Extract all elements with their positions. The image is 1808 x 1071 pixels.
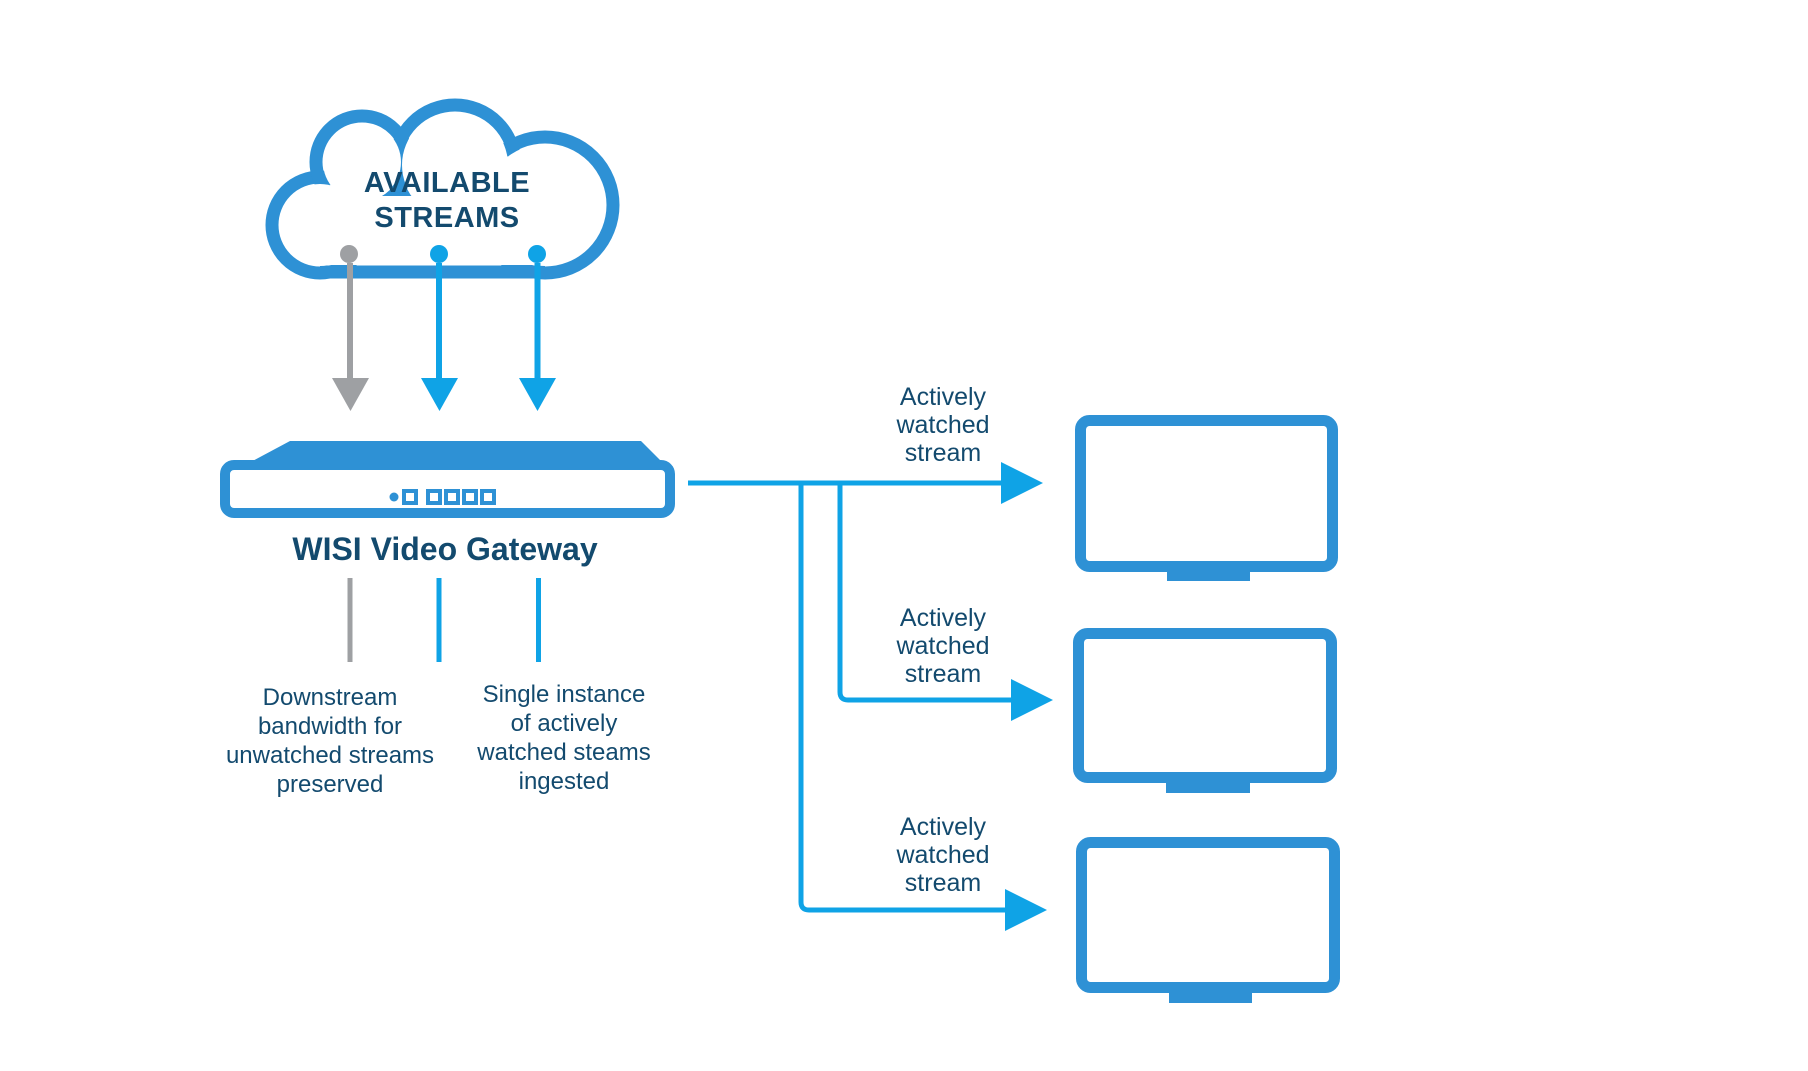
annotation-line: Downstream xyxy=(262,684,398,711)
gateway-device-icon xyxy=(220,441,675,518)
annotation-line: bandwidth for xyxy=(257,713,403,740)
cloud-label-line: AVAILABLE xyxy=(363,167,531,199)
gateway-port-icon xyxy=(462,489,478,505)
cloud-fill xyxy=(323,123,401,201)
flow-lines xyxy=(688,462,1053,931)
stream-dots xyxy=(340,245,546,263)
stream-dot-blue-icon xyxy=(430,245,448,263)
stream-label-line: stream xyxy=(904,660,982,688)
monitor-frame xyxy=(1075,415,1338,572)
annotation-line: unwatched streams xyxy=(225,742,435,769)
stream-label-line: watched xyxy=(896,632,990,660)
stream-label-line: Actively xyxy=(899,813,987,841)
annotation-line: watched steams xyxy=(477,739,651,766)
flow-arrow-1-icon xyxy=(688,462,1043,504)
stream-label-3: Actively watched stream xyxy=(896,813,989,897)
stream-label-line: stream xyxy=(904,439,982,467)
arrow-head xyxy=(1001,462,1043,504)
monitor-icon xyxy=(1075,415,1338,581)
monitor-frame xyxy=(1073,628,1337,783)
gateway-port-icon xyxy=(426,489,442,505)
arrow-shaft xyxy=(798,483,1005,913)
gateway-port-icon xyxy=(444,489,460,505)
cloud-fill xyxy=(402,112,508,218)
annotation-line: preserved xyxy=(276,771,384,798)
stream-label-line: watched xyxy=(896,411,990,439)
arrow-down-gray-icon xyxy=(332,263,369,411)
arrow-down-blue-icon xyxy=(519,263,556,411)
gateway-label: WISI Video Gateway xyxy=(292,531,598,567)
annotation-line: ingested xyxy=(518,768,610,795)
gateway-led-icon xyxy=(389,492,399,502)
stream-label-line: Actively xyxy=(899,604,987,632)
down-arrows xyxy=(332,263,556,411)
gateway-port-icon xyxy=(402,489,418,505)
annotation-downstream: Downstream bandwidth for unwatched strea… xyxy=(226,683,434,799)
stream-label-2: Actively watched stream xyxy=(896,604,989,688)
stream-dot-gray-icon xyxy=(340,245,358,263)
monitor-stand xyxy=(1167,572,1250,581)
arrow-head xyxy=(421,378,458,411)
downstream-lines xyxy=(347,578,541,662)
cloud-label-line: STREAMS xyxy=(374,202,520,234)
arrow-head xyxy=(332,378,369,411)
monitor-icon xyxy=(1076,837,1340,1003)
stream-label-line: stream xyxy=(904,869,982,897)
monitor-icon xyxy=(1073,628,1337,793)
monitor-frame xyxy=(1076,837,1340,993)
arrow-head xyxy=(519,378,556,411)
stream-dot-blue-icon xyxy=(528,245,546,263)
stream-label-line: Actively xyxy=(899,383,987,411)
flow-arrow-3-icon xyxy=(798,483,1047,931)
monitor-stand xyxy=(1169,993,1252,1003)
stream-label-1: Actively watched stream xyxy=(896,383,989,467)
stream-label-line: watched xyxy=(896,841,990,869)
arrow-down-blue-icon xyxy=(421,263,458,411)
annotation-line: of actively xyxy=(510,710,618,737)
monitor-icons xyxy=(1073,415,1340,1003)
gateway-top xyxy=(247,441,664,464)
annotation-line: Single instance xyxy=(482,681,646,708)
annotation-single-instance: Single instance of actively watched stea… xyxy=(477,680,650,796)
arrow-shaft xyxy=(837,483,1011,703)
arrow-head xyxy=(1011,679,1053,721)
arrow-head xyxy=(1005,889,1047,931)
cloud-label: AVAILABLE STREAMS xyxy=(364,166,530,236)
flow-arrow-2-icon xyxy=(837,483,1053,721)
monitor-stand xyxy=(1166,783,1250,793)
gateway-port-icon xyxy=(480,489,496,505)
